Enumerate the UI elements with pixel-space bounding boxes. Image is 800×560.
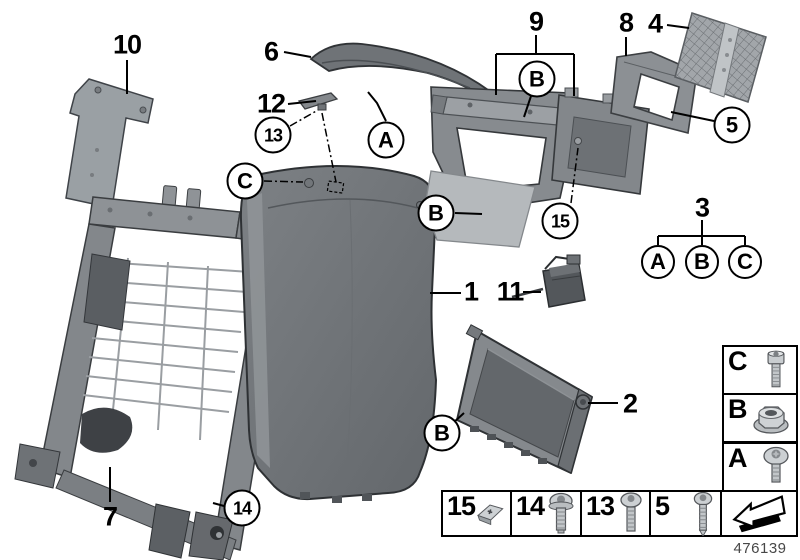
legend-row-C[interactable]: C (722, 345, 798, 395)
legend-row-B[interactable]: B (722, 393, 798, 443)
part-9-bracket-assembly (424, 86, 650, 248)
spring-clip-icon (477, 503, 504, 525)
legend-letter-B: B (728, 394, 747, 424)
part-12-strip (297, 92, 339, 111)
legend-trio-A[interactable]: A (641, 245, 675, 279)
callout-circle-A[interactable]: A (367, 121, 405, 159)
callout-10[interactable]: 10 (112, 29, 142, 60)
legend-cell-continuation[interactable] (720, 490, 798, 537)
legend-number-5: 5 (655, 491, 670, 521)
tapping-screw-icon (693, 491, 713, 536)
flange-screw-icon (548, 492, 574, 534)
legend-letter-C: C (728, 346, 747, 376)
callout-circle-13[interactable]: 13 (254, 116, 292, 154)
legend-row-A[interactable]: A (722, 442, 798, 492)
callout-8[interactable]: 8 (618, 7, 634, 38)
callout-7[interactable]: 7 (102, 501, 118, 532)
callout-4[interactable]: 4 (647, 8, 663, 39)
callout-9[interactable]: 9 (528, 6, 544, 37)
pan-head-screw-icon (763, 446, 789, 483)
flange-nut-icon (753, 406, 789, 434)
callout-2[interactable]: 2 (622, 388, 638, 419)
legend-trio-C[interactable]: C (728, 245, 762, 279)
callout-circle-B-foam[interactable]: B (417, 194, 455, 232)
legend-number-13: 13 (586, 491, 615, 521)
legend-trio-B[interactable]: B (685, 245, 719, 279)
drawing-number: 476139 (733, 540, 787, 557)
machine-screw-icon (620, 492, 642, 532)
part-1-backrest-panel (239, 165, 438, 503)
part-10-bracket (65, 78, 154, 209)
legend-cell-5[interactable]: 5 (649, 490, 722, 537)
callout-circle-C[interactable]: C (226, 162, 264, 200)
legend-letter-A: A (728, 443, 747, 473)
socket-cap-screw-icon (767, 350, 785, 388)
callout-circle-5[interactable]: 5 (713, 106, 751, 144)
callout-3[interactable]: 3 (694, 192, 710, 223)
callout-circle-B-bracket[interactable]: B (518, 60, 556, 98)
legend-cell-15[interactable]: 15 (441, 490, 512, 537)
callout-circle-14[interactable]: 14 (223, 489, 261, 527)
part-2-rear-display (456, 324, 593, 474)
callout-1[interactable]: 1 (463, 276, 479, 307)
legend-cell-14[interactable]: 14 (510, 490, 582, 537)
callout-12[interactable]: 12 (256, 88, 286, 119)
legend-cell-13[interactable]: 13 (580, 490, 651, 537)
continuation-arrow-icon (731, 494, 786, 532)
callout-circle-B-display[interactable]: B (423, 414, 461, 452)
legend-number-14: 14 (516, 491, 545, 521)
callout-11[interactable]: 11 (496, 276, 525, 307)
part-4-storage-net (674, 12, 767, 103)
callout-6[interactable]: 6 (263, 36, 279, 67)
legend-number-15: 15 (447, 491, 476, 521)
callout-circle-15[interactable]: 15 (541, 202, 579, 240)
